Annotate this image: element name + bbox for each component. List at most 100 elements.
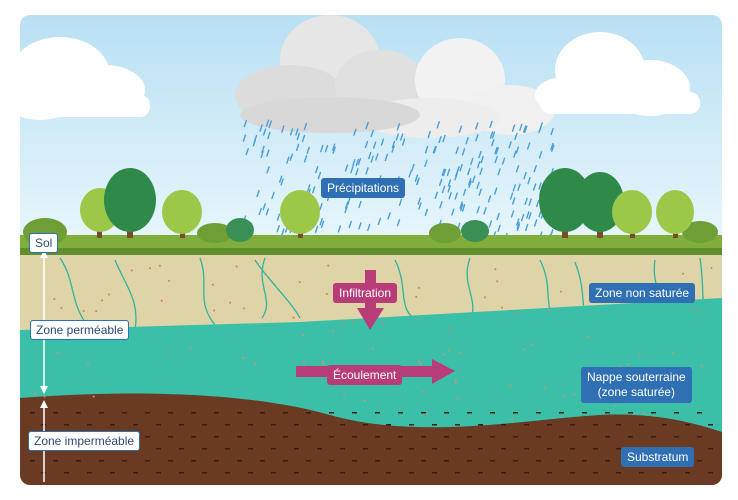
rain-drop bbox=[465, 137, 469, 145]
soil-dot bbox=[341, 322, 344, 325]
label-nappe-line2: (zone saturée) bbox=[597, 385, 676, 399]
rain-drop bbox=[538, 151, 543, 159]
substratum-dash bbox=[191, 436, 196, 438]
rain-drop bbox=[370, 155, 374, 163]
substratum-dash bbox=[317, 448, 322, 450]
substratum-dash bbox=[605, 412, 610, 414]
soil-dot bbox=[325, 292, 328, 295]
rain-drop bbox=[468, 178, 472, 186]
substratum-dash bbox=[547, 424, 552, 426]
substratum-dash bbox=[490, 412, 495, 414]
soil-dot bbox=[544, 386, 547, 389]
substratum-dash bbox=[582, 436, 587, 438]
rain-drop bbox=[461, 204, 466, 212]
rain-drop bbox=[439, 201, 443, 209]
substratum-dash bbox=[651, 412, 656, 414]
substratum-dash bbox=[191, 412, 196, 414]
soil-dot bbox=[448, 328, 451, 331]
substratum-dash bbox=[616, 448, 621, 450]
rain-drop bbox=[245, 147, 249, 156]
substratum-dash bbox=[294, 448, 299, 450]
rain-drop bbox=[355, 158, 359, 167]
soil-dot bbox=[149, 267, 152, 270]
rain-drop bbox=[384, 153, 389, 162]
substratum-dash bbox=[513, 436, 518, 438]
soil-dot bbox=[363, 399, 366, 402]
substratum-dash bbox=[248, 424, 253, 426]
substratum-zone bbox=[20, 393, 722, 485]
substratum-dash bbox=[455, 472, 460, 474]
soil-dot bbox=[697, 310, 700, 313]
soil-dot bbox=[643, 412, 646, 415]
rain-drop bbox=[489, 120, 493, 129]
rain-drop bbox=[520, 213, 525, 222]
rain-drop bbox=[493, 187, 498, 195]
soil-dot bbox=[130, 269, 133, 272]
substratum-dash bbox=[340, 472, 345, 474]
soil-dot bbox=[700, 364, 703, 367]
rain-drop bbox=[512, 184, 517, 192]
rain-drop bbox=[441, 168, 445, 176]
substratum-dash bbox=[501, 472, 506, 474]
soil-dot bbox=[515, 312, 518, 315]
rain-drop bbox=[513, 150, 517, 158]
substratum-dash bbox=[329, 412, 334, 414]
substratum-dash bbox=[156, 472, 161, 474]
rain-drop bbox=[261, 145, 265, 154]
rain-drop bbox=[307, 184, 311, 192]
rain-drop bbox=[411, 163, 415, 172]
substratum-dash bbox=[409, 424, 414, 426]
rain-drop bbox=[281, 125, 285, 133]
rain-drop bbox=[448, 192, 452, 200]
substratum-dash bbox=[363, 424, 368, 426]
substratum-dash bbox=[593, 424, 598, 426]
substratum-dash bbox=[64, 472, 69, 474]
rain-drop bbox=[538, 125, 542, 134]
substratum-dash bbox=[30, 460, 35, 462]
rain-drop bbox=[252, 139, 256, 147]
rain-drop bbox=[459, 163, 463, 172]
soil-dot bbox=[511, 417, 514, 420]
rain-drop bbox=[491, 131, 496, 139]
substratum-dash bbox=[570, 472, 575, 474]
rain-drop bbox=[478, 150, 482, 159]
rain-drop bbox=[456, 166, 460, 174]
rain-drop bbox=[451, 208, 455, 216]
substratum-dash bbox=[202, 424, 207, 426]
substratum-dash bbox=[674, 436, 679, 438]
soil-dot bbox=[454, 378, 457, 381]
rain-drop bbox=[523, 125, 527, 133]
soil-dot bbox=[548, 310, 551, 313]
substratum-dash bbox=[478, 448, 483, 450]
rain-drop bbox=[387, 212, 391, 220]
rain-drop bbox=[496, 212, 500, 221]
substratum-dash bbox=[662, 472, 667, 474]
soil-dot bbox=[682, 272, 685, 275]
substratum-dash bbox=[421, 436, 426, 438]
rain-drop bbox=[315, 165, 319, 174]
rain-drop bbox=[416, 177, 420, 185]
rain-drop bbox=[483, 207, 487, 215]
substratum-dash bbox=[214, 436, 219, 438]
cloud-center-icon bbox=[235, 15, 555, 138]
soil-dot bbox=[343, 394, 346, 397]
rain-drop bbox=[372, 141, 377, 149]
soil-dot bbox=[292, 316, 295, 319]
soil-dot bbox=[322, 360, 325, 363]
rain-drop bbox=[441, 185, 446, 194]
substratum-dash bbox=[317, 424, 322, 426]
rain-drop bbox=[524, 197, 528, 206]
rain-drop bbox=[353, 128, 357, 136]
substratum-dash bbox=[559, 436, 564, 438]
rain-drop bbox=[258, 207, 262, 216]
rain-drop bbox=[535, 199, 540, 208]
substratum-dash bbox=[605, 460, 610, 462]
rain-drop bbox=[494, 155, 498, 164]
rain-drop bbox=[508, 141, 512, 149]
rain-drop bbox=[512, 197, 516, 205]
rain-drop bbox=[296, 132, 301, 141]
soil-dot bbox=[242, 307, 245, 310]
substratum-dash bbox=[340, 448, 345, 450]
label-zone-permeable: Zone perméable bbox=[30, 320, 130, 340]
substratum-dash bbox=[306, 436, 311, 438]
